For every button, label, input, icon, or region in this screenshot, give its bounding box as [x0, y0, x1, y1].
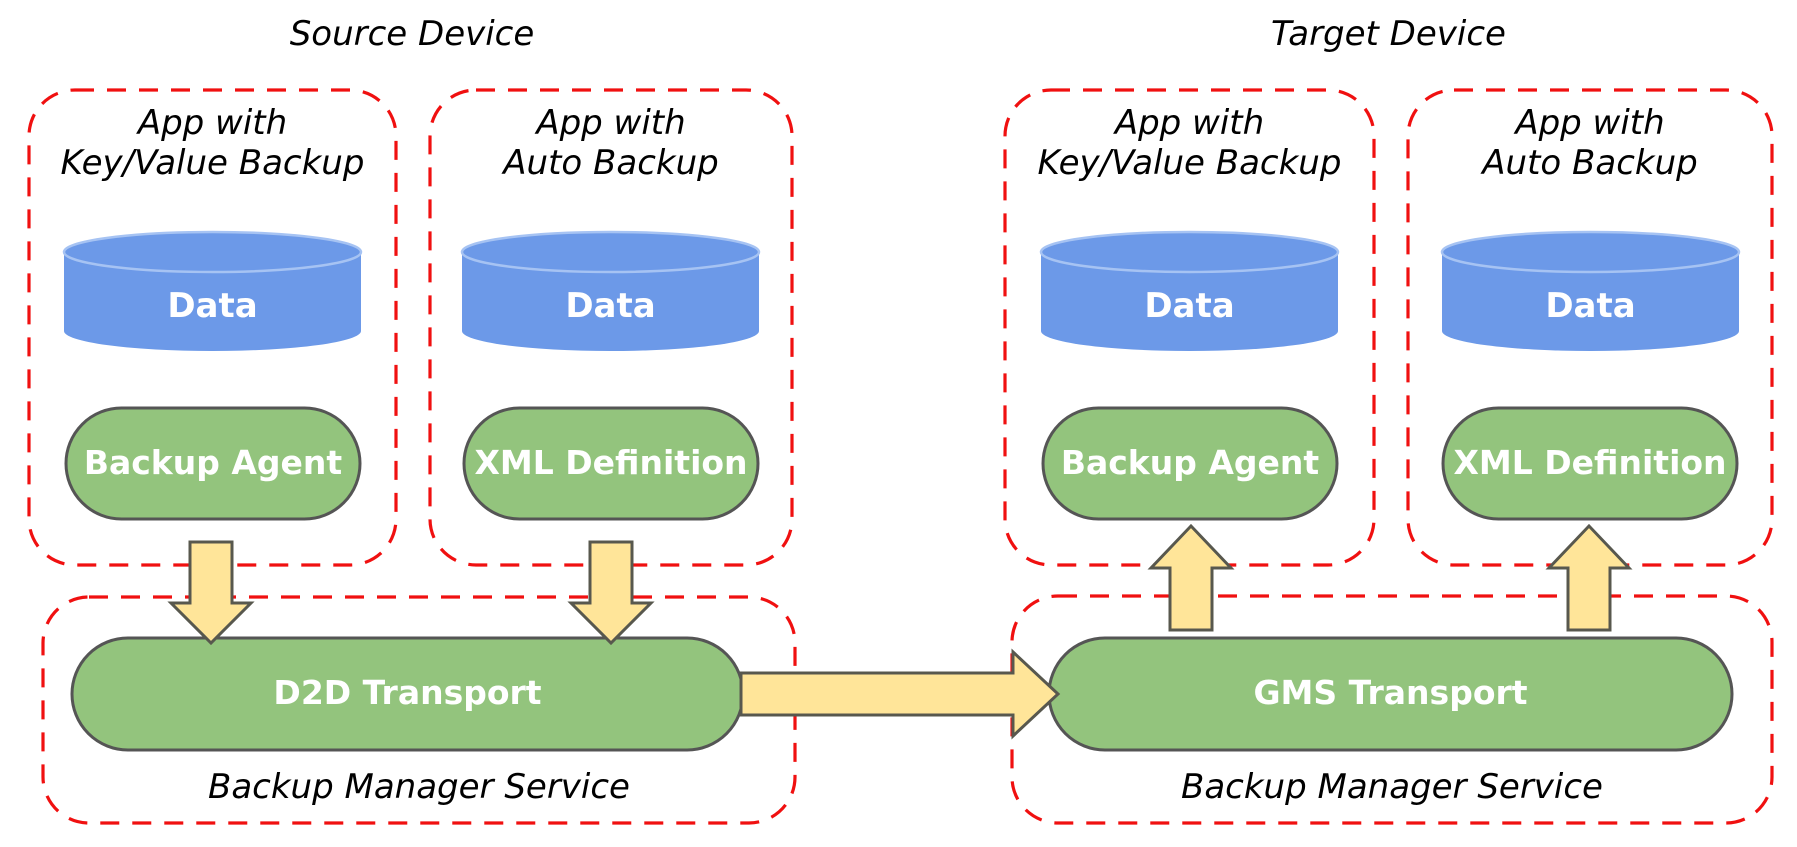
app-title: App with Key/Value Backup [1005, 103, 1374, 183]
target-xml-definition-pill [1441, 406, 1739, 521]
transport-label: GMS Transport [1253, 673, 1528, 712]
data-cylinders [62, 230, 1741, 352]
app-title-line: App with [137, 103, 288, 143]
target-service-box [1010, 594, 1774, 825]
target-device-title: Target Device [1271, 14, 1506, 54]
app-title-line: App with [536, 103, 686, 143]
service-name: Backup Manager Service [1181, 767, 1603, 807]
component-label: Backup Agent [1060, 443, 1320, 482]
up-arrow-icon [1147, 523, 1235, 632]
data-cylinder-icon [460, 230, 761, 352]
data-label: Data [1144, 286, 1235, 326]
data-cylinder-icon [1440, 230, 1741, 352]
data-label: Data [1545, 286, 1636, 326]
data-cylinder-icon [62, 230, 363, 352]
component-label: XML Definition [474, 443, 748, 482]
service-name: Backup Manager Service [208, 767, 630, 807]
component-label: XML Definition [1453, 443, 1727, 482]
app-title-line: Key/Value Backup [60, 143, 365, 183]
app-title: App with Auto Backup [430, 103, 792, 183]
data-cylinder-icon [1039, 230, 1340, 351]
down-arrow-icon [167, 540, 255, 646]
data-label: Data [167, 286, 258, 326]
up-arrow-icon [1545, 523, 1633, 632]
target-backup-agent-pill [1041, 406, 1339, 521]
app-title: App with Auto Backup [1408, 103, 1772, 183]
app-title-line: Auto Backup [1482, 143, 1698, 183]
source-xml-definition-pill [462, 406, 760, 521]
app-title-line: App with [1114, 103, 1265, 143]
app-title-line: Auto Backup [503, 143, 719, 183]
source-device-title: Source Device [289, 14, 535, 54]
app-title-line: App with [1515, 103, 1665, 143]
component-label: Backup Agent [83, 443, 343, 482]
app-title-line: Key/Value Backup [1037, 143, 1342, 183]
down-arrow-icon [567, 540, 655, 646]
data-label: Data [565, 286, 656, 326]
source-backup-agent-pill [64, 406, 362, 521]
right-arrow-icon [739, 648, 1061, 740]
app-title: App with Key/Value Backup [29, 103, 396, 183]
source-service-box [41, 595, 797, 825]
transport-label: D2D Transport [273, 673, 542, 712]
